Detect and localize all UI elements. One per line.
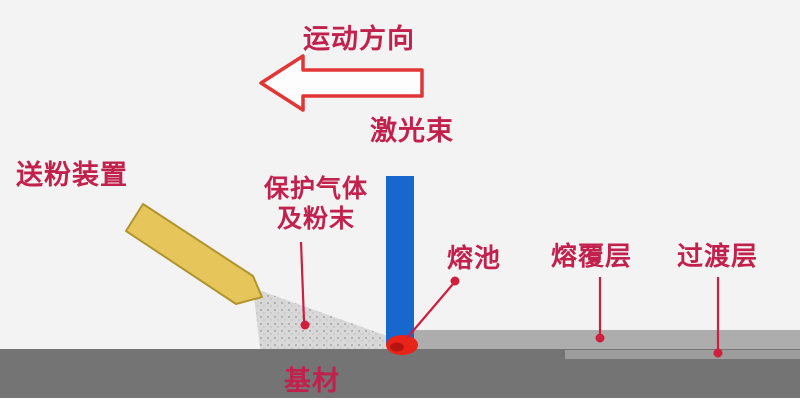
laser-beam-shape bbox=[386, 176, 414, 345]
bottom-margin bbox=[0, 398, 800, 416]
melt-pool-leader-line bbox=[406, 283, 454, 339]
motion-direction-label: 运动方向 bbox=[303, 24, 415, 55]
transition-layer-strip bbox=[565, 350, 800, 359]
melt-pool-leader-dot bbox=[450, 276, 460, 286]
shield-gas-label-line1: 保护气体 bbox=[263, 174, 368, 203]
motion-direction-arrow-icon bbox=[259, 54, 424, 112]
powder-spray-cone bbox=[253, 288, 390, 349]
laser-beam-label: 激光束 bbox=[370, 116, 454, 147]
shield-gas-label: 保护气体 及粉末 bbox=[232, 174, 400, 233]
melt-pool-label: 熔池 bbox=[447, 244, 502, 274]
shield-gas-leader-dot bbox=[300, 320, 310, 330]
powder-feeder-nozzle bbox=[125, 203, 263, 305]
substrate-label: 基材 bbox=[284, 366, 340, 397]
cladding-layer-leader-dot bbox=[595, 333, 605, 343]
transition-layer-leader-dot bbox=[713, 348, 723, 358]
powder-feeder-label: 送粉装置 bbox=[16, 160, 128, 191]
shield-gas-label-line2: 及粉末 bbox=[276, 203, 355, 233]
cladding-layer-label: 熔覆层 bbox=[551, 242, 633, 272]
shield-gas-leader-line bbox=[299, 241, 306, 322]
transition-layer-label: 过渡层 bbox=[677, 242, 759, 272]
melt-pool-core bbox=[390, 342, 404, 352]
